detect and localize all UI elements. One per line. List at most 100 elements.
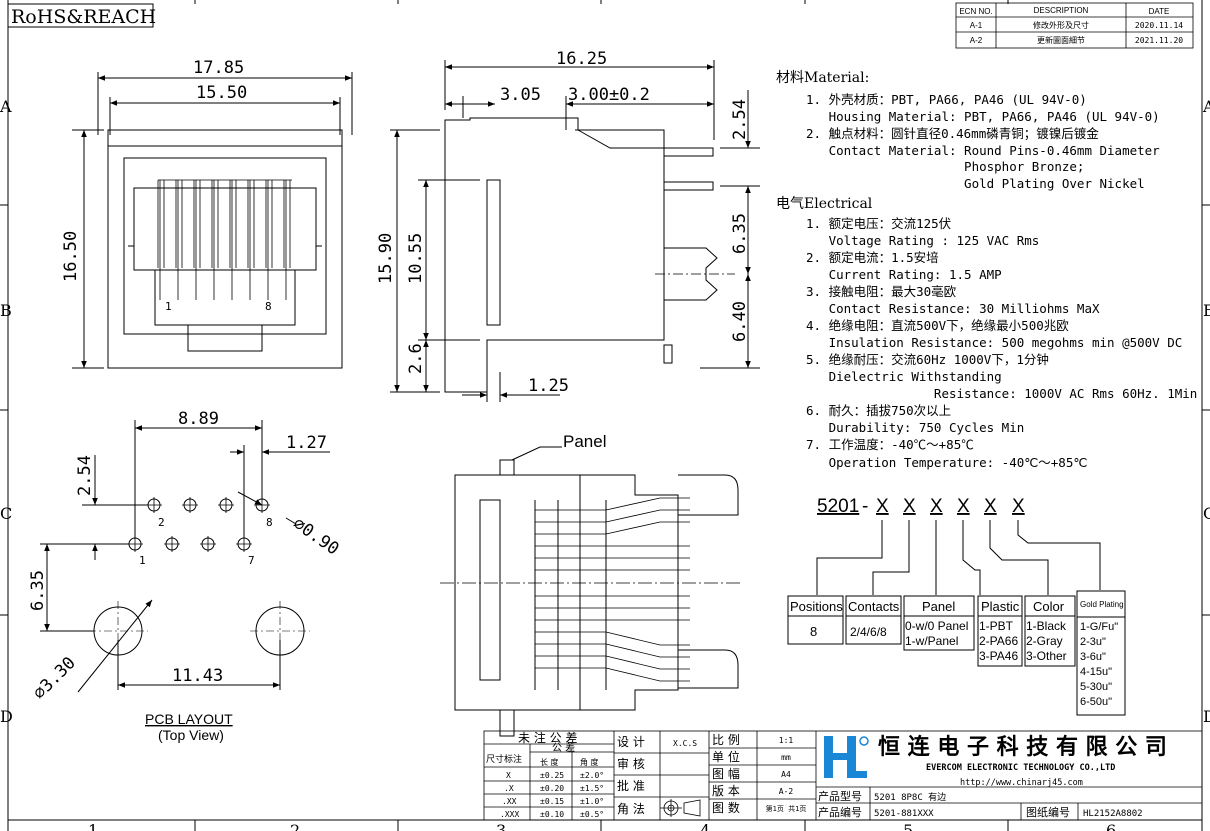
electrical-line-9: 5. 绝缘耐压：交流60Hz 1000V下，1分钟 — [806, 352, 1049, 367]
tb-tol-r1-label: X — [506, 771, 511, 780]
tb-pn-label: 产品编号 — [818, 805, 862, 819]
part-number-code: 5201 - X X X X X X — [817, 496, 1025, 517]
rev-row1-date: 2020.11.14 — [1135, 21, 1183, 30]
dim-pcb-hole-0-90: ⌀0.90 — [289, 514, 342, 560]
pcb-layout-title: PCB LAYOUT — [145, 711, 233, 727]
rev-header-ecn: ECN NO. — [959, 7, 992, 16]
side-view — [390, 60, 760, 402]
dim-front-17-85: 17.85 — [193, 58, 244, 78]
projection-symbol-icon — [660, 799, 701, 817]
rev-row2-ecn: A-2 — [970, 36, 983, 45]
front-dims: 17.85 15.50 16.50 1 8 — [61, 58, 272, 313]
company-name-cn: 恒 连 电 子 科 技 有 限 公 司 — [878, 734, 1167, 760]
tb-sign-check: 审 核 — [617, 756, 645, 771]
pn-box-plating-v3: 3-6u" — [1080, 651, 1106, 663]
pn-x-3: X — [930, 496, 943, 517]
dim-side-3-00: 3.00±0.2 — [568, 85, 650, 105]
pn-code: 5201 — [817, 496, 859, 517]
dim-pcb-1-27: 1.27 — [286, 433, 327, 453]
dim-side-15-90: 15.90 — [376, 233, 396, 284]
pn-x-6: X — [1012, 496, 1025, 517]
electrical-title: 电气Electrical — [776, 196, 873, 212]
tb-info-unit-label: 单 位 — [712, 749, 740, 764]
pn-box-positions-title: Positions — [790, 599, 843, 614]
material-line-2: Housing Material: PBT, PA66, PA46 (UL 94… — [806, 109, 1160, 124]
company-url: http://www.chinarj45.com — [960, 778, 1083, 788]
pn-box-color-title: Color — [1033, 599, 1065, 614]
rev-row2-date: 2021.11.20 — [1135, 36, 1183, 45]
pn-box-contacts-v1: 2/4/6/8 — [850, 625, 887, 639]
dim-side-3-05: 3.05 — [500, 85, 541, 105]
electrical-line-13: Durability: 750 Cycles Min — [806, 420, 1024, 435]
dim-side-6-35: 6.35 — [730, 213, 750, 254]
pcb-layout-subtitle: (Top View) — [158, 727, 224, 743]
tb-tol-row-label: 尺寸标注 — [486, 753, 522, 765]
zone-labels: A B C D A B C D 1 2 3 4 5 6 — [0, 97, 1210, 831]
pn-box-plating-title: Gold Plating — [1080, 600, 1124, 609]
material-line-4: Contact Material: Round Pins-0.46mm Diam… — [806, 143, 1160, 158]
tb-model-label: 产品型号 — [818, 789, 862, 803]
tb-tol-r4-label: .XXX — [500, 810, 519, 819]
tb-sign-approve: 批 准 — [617, 778, 645, 793]
material-line-6: Gold Plating Over Nickel — [806, 176, 1145, 191]
tb-tol-r3-ang: ±1.0° — [580, 797, 604, 806]
tb-tol-r2-label: .X — [504, 784, 514, 793]
electrical-line-10: Dielectric Withstanding — [806, 369, 1002, 384]
material-title: 材料Material: — [776, 70, 869, 86]
pn-box-plastic-v3: 3-PA46 — [979, 649, 1018, 663]
tb-tol-r3-len: ±0.15 — [540, 797, 564, 806]
tb-dwg-value: HL2152A8802 — [1083, 809, 1143, 819]
rohs-box — [7, 3, 154, 28]
pn-box-panel-title: Panel — [922, 599, 955, 614]
electrical-line-12: 6. 耐久：插拔750次以上 — [806, 403, 951, 418]
tb-tol-r4-ang: ±0.5° — [580, 810, 604, 819]
revision-table — [955, 2, 1194, 49]
pn-box-plating-v4: 4-15u" — [1080, 666, 1112, 678]
pn-box-plating-v5: 5-30u" — [1080, 681, 1112, 693]
pn-sep: - — [862, 496, 868, 517]
tb-tol-col-length: 长 度 — [540, 757, 559, 767]
rev-row2-desc: 更新圖面細节 — [1037, 35, 1085, 45]
dim-pcb-11-43: 11.43 — [172, 666, 223, 686]
pn-box-plastic-v2: 2-PA66 — [979, 634, 1018, 648]
pn-box-plating-v2: 2-3u" — [1080, 636, 1106, 648]
material-line-1: 1. 外壳材质：PBT, PA66, PA46 (UL 94V-0) — [806, 92, 1087, 107]
zone-row-a-right: A — [1202, 97, 1210, 116]
tb-info-scale-label: 比 例 — [712, 733, 740, 747]
dim-pcb-hole-3-30: ⌀3.30 — [29, 653, 79, 703]
zone-col-5: 5 — [903, 821, 913, 831]
pn-box-positions-v1: 8 — [810, 624, 817, 639]
tb-info-rev-value: A-2 — [779, 787, 794, 796]
tb-tol-r4-len: ±0.10 — [540, 810, 564, 819]
tb-tol-sub: 公 差 — [552, 741, 575, 754]
zone-row-d-right: D — [1203, 707, 1210, 726]
zone-col-1: 1 — [88, 821, 98, 831]
pn-x-5: X — [984, 496, 997, 517]
part-number-boxes — [787, 590, 1126, 716]
tb-info-size-label: 图 幅 — [712, 766, 740, 781]
pn-box-color-v2: 2-Gray — [1026, 634, 1063, 648]
zone-row-c-left: C — [0, 504, 12, 523]
pcb-pin7-label: 7 — [248, 554, 255, 567]
front-view — [72, 72, 353, 369]
tb-info-unit-value: mm — [781, 753, 791, 762]
electrical-line-15: Operation Temperature: -40℃～+85℃ — [806, 455, 1087, 470]
tb-tol-r2-ang: ±1.5° — [580, 784, 604, 793]
tb-info-scale-value: 1:1 — [779, 736, 794, 745]
zone-col-6: 6 — [1106, 821, 1116, 831]
tb-design-value: X.C.S — [673, 739, 697, 748]
dim-side-16-25: 16.25 — [556, 49, 607, 69]
tb-sign-angle: 角 法 — [617, 802, 645, 816]
electrical-line-5: 3. 接触电阻：最大30毫欧 — [806, 284, 957, 299]
tb-info-sheets-value: 第1页 共1页 — [766, 804, 807, 813]
dim-front-15-50: 15.50 — [196, 83, 247, 103]
panel-label: Panel — [563, 432, 606, 451]
tb-info-sheets-label: 图 数 — [712, 800, 740, 815]
side-dims: 16.25 3.05 3.00±0.2 2.54 6.35 6.40 15.90… — [376, 49, 750, 396]
dim-pcb-6-35: 6.35 — [28, 570, 48, 611]
tb-tol-title: 未 注 公 差 — [518, 730, 577, 745]
rev-row1-desc: 修改外形及尺寸 — [1033, 20, 1089, 30]
company-logo — [824, 736, 869, 778]
zone-col-2: 2 — [290, 821, 300, 831]
